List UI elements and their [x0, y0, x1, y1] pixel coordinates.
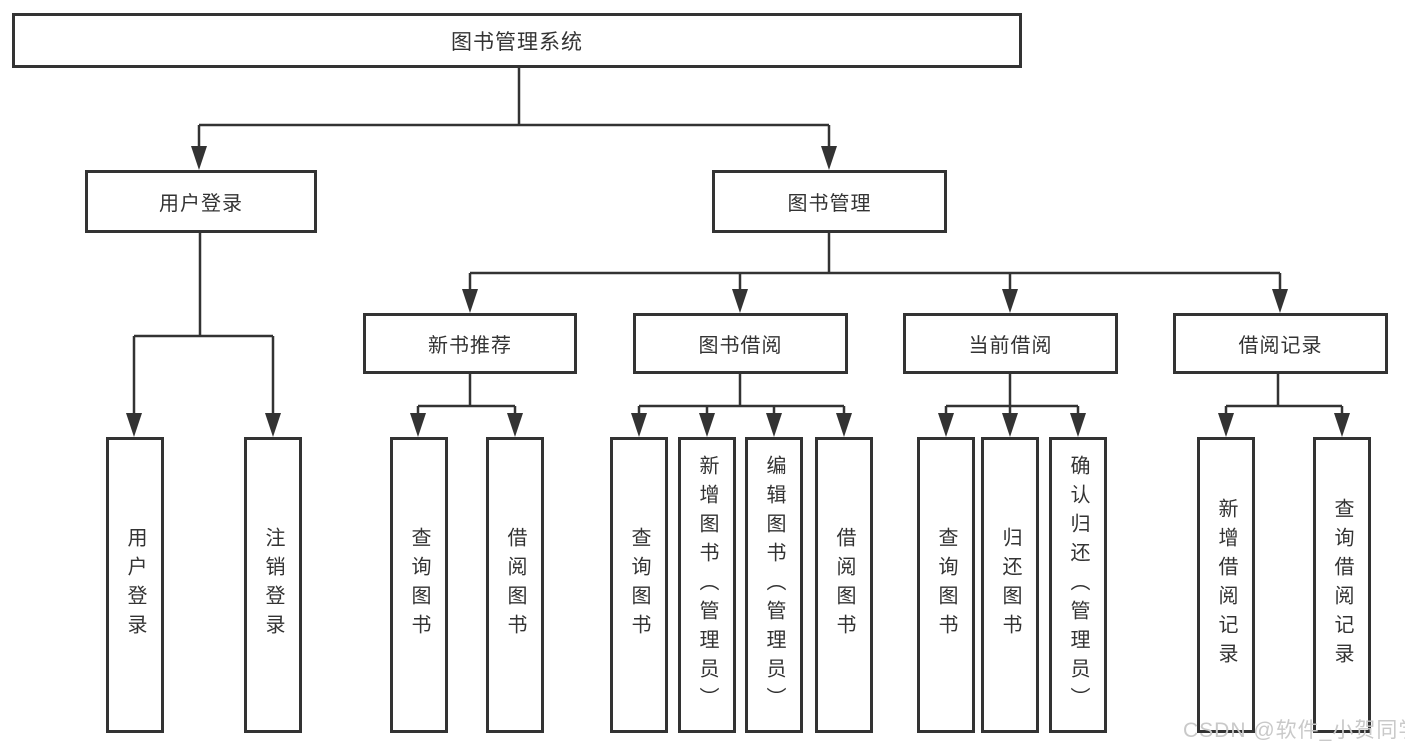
arrowheads — [126, 146, 1350, 437]
connector-book-borrow-to-leaves — [637, 374, 846, 417]
connector-new-book-rec-to-leaves — [416, 374, 517, 417]
arrowhead-icon — [821, 146, 837, 170]
arrowhead-icon — [631, 413, 647, 437]
node-label: 新增借阅记录 — [1215, 498, 1237, 672]
node-label: 查询借阅记录 — [1331, 498, 1353, 672]
arrowhead-icon — [462, 289, 478, 313]
node-label: 归还图书 — [999, 527, 1021, 643]
leaf-query-books-recommend: 查询图书 — [390, 437, 448, 733]
node-current-borrow: 当前借阅 — [903, 313, 1118, 374]
leaf-borrow-books: 借阅图书 — [815, 437, 873, 733]
connector-user-login-to-leaves — [132, 233, 275, 417]
arrowhead-icon — [699, 413, 715, 437]
node-label: 查询图书 — [628, 527, 650, 643]
node-label: 注销登录 — [262, 527, 284, 643]
arrowhead-icon — [1272, 289, 1288, 313]
arrowhead-icon — [732, 289, 748, 313]
leaf-add-borrow-record: 新增借阅记录 — [1197, 437, 1255, 733]
arrowhead-icon — [1002, 289, 1018, 313]
node-label: 确认归还（管理员） — [1067, 454, 1089, 716]
connector-book-mgmt-to-modules — [468, 233, 1282, 292]
leaf-query-borrow-record: 查询借阅记录 — [1313, 437, 1371, 733]
node-label: 借阅图书 — [504, 527, 526, 643]
connector-current-borrow-to-leaves — [944, 374, 1080, 417]
arrowhead-icon — [1334, 413, 1350, 437]
leaf-return-books: 归还图书 — [981, 437, 1039, 733]
node-label: 借阅图书 — [833, 527, 855, 643]
arrowhead-icon — [1218, 413, 1234, 437]
connector-borrow-records-to-leaves — [1224, 374, 1344, 417]
node-label: 查询图书 — [935, 527, 957, 643]
node-borrow-records: 借阅记录 — [1173, 313, 1388, 374]
node-book-borrow: 图书借阅 — [633, 313, 848, 374]
node-label: 新书推荐 — [428, 335, 512, 357]
leaf-borrow-books-recommend: 借阅图书 — [486, 437, 544, 733]
node-label: 图书管理系统 — [451, 30, 583, 54]
node-label: 用户登录 — [159, 193, 243, 215]
node-new-book-recommend: 新书推荐 — [363, 313, 577, 374]
node-label: 查询图书 — [408, 527, 430, 643]
leaf-confirm-return-admin: 确认归还（管理员） — [1049, 437, 1107, 733]
leaf-query-books-current: 查询图书 — [917, 437, 975, 733]
arrowhead-icon — [938, 413, 954, 437]
arrowhead-icon — [126, 413, 142, 437]
node-label: 当前借阅 — [968, 335, 1053, 357]
arrowhead-icon — [191, 146, 207, 170]
arrowhead-icon — [1070, 413, 1086, 437]
arrowhead-icon — [836, 413, 852, 437]
node-label: 编辑图书（管理员） — [763, 454, 785, 716]
leaf-query-books-borrow: 查询图书 — [610, 437, 668, 733]
node-user-login: 用户登录 — [85, 170, 317, 233]
leaf-add-books-admin: 新增图书（管理员） — [678, 437, 736, 733]
node-book-management: 图书管理 — [712, 170, 947, 233]
node-label: 用户登录 — [124, 527, 146, 643]
connector-lines — [132, 68, 1344, 417]
arrowhead-icon — [410, 413, 426, 437]
node-label: 图书管理 — [787, 193, 872, 215]
leaf-logout: 注销登录 — [244, 437, 302, 733]
arrowhead-icon — [265, 413, 281, 437]
node-label: 借阅记录 — [1238, 335, 1323, 357]
leaf-edit-books-admin: 编辑图书（管理员） — [745, 437, 803, 733]
node-label: 新增图书（管理员） — [696, 454, 718, 716]
arrowhead-icon — [507, 413, 523, 437]
arrowhead-icon — [766, 413, 782, 437]
leaf-user-login: 用户登录 — [106, 437, 164, 733]
node-root-system: 图书管理系统 — [12, 13, 1022, 68]
connector-root-to-level2 — [197, 68, 831, 150]
arrowhead-icon — [1002, 413, 1018, 437]
node-label: 图书借阅 — [698, 335, 783, 357]
csdn-watermark: CSDN @软件_小贺同学 — [1183, 719, 1405, 742]
